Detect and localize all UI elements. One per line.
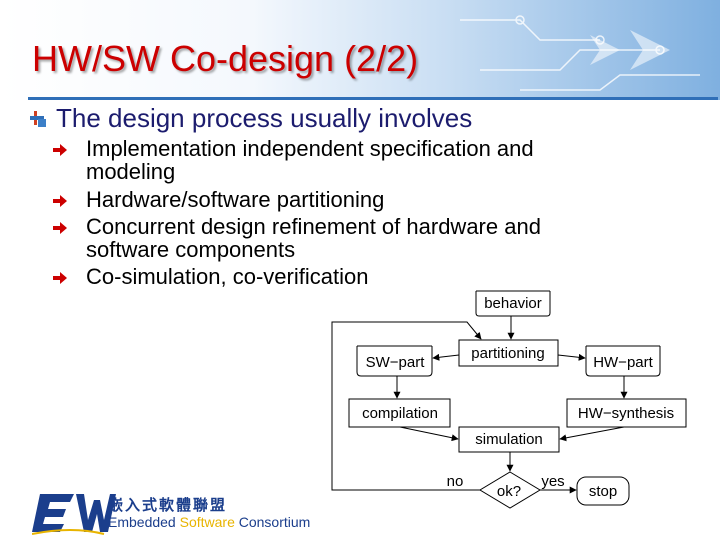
bullet-arrow-icon [53, 272, 67, 284]
slide-title: HW/SW Co-design (2/2) [32, 38, 419, 79]
partitioning-box [458, 339, 559, 367]
logo-english-text: Embedded Software Consortium [108, 514, 310, 530]
stop-label: stop [589, 483, 617, 500]
bullet-text-2: Hardware/software partitioning [86, 187, 385, 212]
yes-label: yes [541, 473, 564, 490]
hw-synthesis-box [566, 398, 687, 428]
partitioning-label: partitioning [471, 345, 544, 362]
simulation-label: simulation [475, 431, 543, 448]
simulation-box [458, 426, 560, 453]
hw-part-label: HW−part [593, 354, 653, 371]
compilation-label: compilation [362, 405, 438, 422]
no-label: no [447, 473, 464, 490]
level1-bullet-icon [30, 111, 46, 127]
decision-label: ok? [497, 483, 521, 500]
sw-part-label: SW−part [366, 354, 426, 371]
behavior-label: behavior [484, 295, 542, 312]
header-decoration [460, 15, 700, 91]
logo-en-suffix: Consortium [234, 514, 311, 530]
bullet-arrow-icon [53, 144, 67, 156]
bullet-text-3: Concurrent design refinement of hardware… [86, 214, 541, 239]
behavior-store [475, 291, 551, 317]
title-divider [28, 97, 718, 100]
bullet-text-1: Implementation independent specification… [86, 136, 534, 161]
compilation-box [348, 398, 451, 428]
sw-part-store [356, 346, 433, 377]
stop-box [576, 476, 630, 506]
bullet-text-4: Co-simulation, co-verification [86, 264, 369, 289]
bullet-arrow-icon [53, 222, 67, 234]
logo-chinese-text: 嵌入式軟體聯盟 [108, 497, 228, 514]
logo-en-highlight: Software [179, 514, 235, 530]
bullet-text-1-cont: modeling [86, 159, 176, 184]
bullet-text-3-cont: software components [86, 237, 296, 262]
hw-synthesis-label: HW−synthesis [578, 405, 674, 422]
hw-part-store [585, 346, 661, 377]
bullet-arrow-icon [53, 195, 67, 207]
level1-text: The design process usually involves [56, 103, 473, 133]
logo-en-prefix: Embedded [108, 514, 180, 530]
ok-decision-diamond [479, 471, 541, 509]
esw-logo-icon [32, 494, 116, 535]
